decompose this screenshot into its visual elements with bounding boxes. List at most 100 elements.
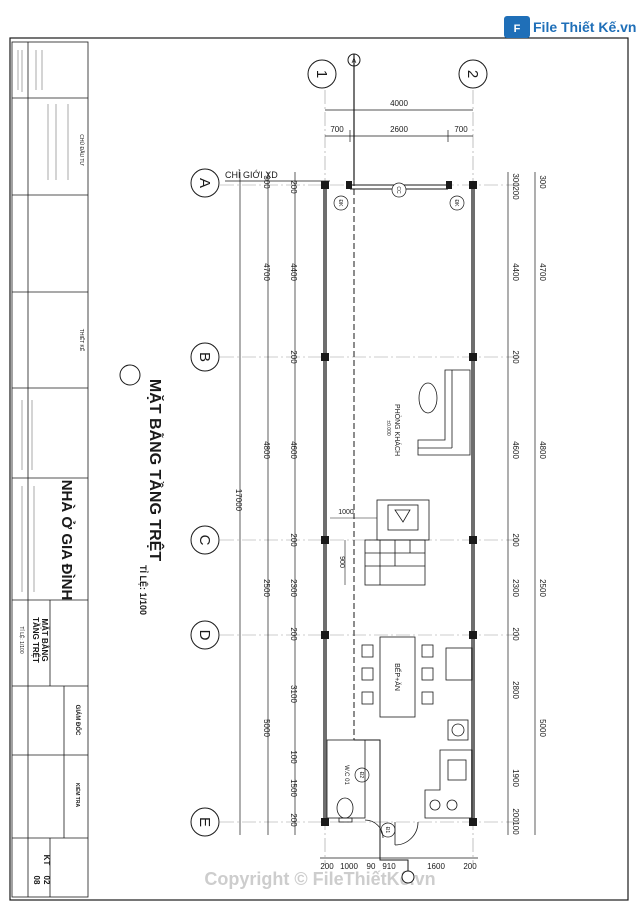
drawing-title: MẶT BẰNG TẦNG TRỆT: [146, 379, 165, 561]
dim-left-outer-0: 300: [262, 175, 271, 189]
dim-left-inner-0: 200: [289, 180, 298, 194]
dim-left-overall: 17000: [234, 489, 243, 512]
dim-left-inner-1: 4400: [289, 263, 298, 281]
dim-right-inner-1: 200: [511, 186, 520, 200]
axis-bubble-2: 2: [464, 70, 481, 78]
door-tag-1: ĐK: [337, 200, 343, 208]
dim-left-inner-8: 100: [289, 750, 298, 764]
dim-top-left: 700: [330, 125, 344, 134]
room-dining-label: BẾP+ĂN: [393, 663, 403, 691]
dim-bottom-2: 90: [367, 862, 376, 871]
section-marker: [347, 53, 415, 884]
dim-left-outer-1: 4700: [262, 263, 271, 281]
room-wc-label: W.C 01: [343, 765, 349, 785]
door-tag-5: Đ1: [384, 827, 390, 834]
left-dimension-lines: [239, 172, 296, 835]
axis-bubble-e: E: [196, 817, 213, 827]
dim-right-inner-6: 2300: [511, 579, 520, 597]
stair-area: [364, 499, 430, 586]
right-dimension-lines: [507, 172, 536, 835]
building-walls: [323, 185, 475, 822]
drawing-scale: TỈ LỆ: 1/100: [138, 565, 149, 615]
sheet-number: 02: [42, 876, 51, 885]
dim-left-inner-7: 3100: [289, 685, 298, 703]
door-tag-2: CC: [395, 186, 401, 194]
dim-left-inner-9: 1500: [289, 779, 298, 797]
dim-top-total: 4000: [390, 99, 408, 108]
axis-bubble-a: A: [196, 178, 213, 188]
door-tag-4: Đ2: [358, 772, 364, 779]
svg-text:F: F: [514, 23, 521, 35]
sofa: [417, 369, 471, 456]
axis-bubble-b: B: [196, 352, 213, 362]
wc-room: [326, 739, 384, 839]
door-tag-3: ĐK: [453, 200, 459, 208]
designer-label: THIẾT KẾ: [78, 329, 85, 352]
dim-left-outer-2: 4800: [262, 441, 271, 459]
dim-left-inner-2: 200: [289, 350, 298, 364]
dim-right-inner-11: 100: [511, 821, 520, 835]
room-living-label: PHÒNG KHÁCH: [393, 404, 402, 456]
dim-left-outer-4: 5000: [262, 719, 271, 737]
dim-left-inner-10: 200: [289, 813, 298, 827]
dim-right-inner-5: 200: [511, 533, 520, 547]
watermark-copyright: Copyright © FileThiếtKế.vn: [204, 869, 435, 889]
axis-bubble-d: D: [196, 630, 213, 641]
dim-stair-depth: 900: [338, 556, 345, 568]
dim-stair-width: 1000: [338, 509, 354, 516]
dim-left-inner-5: 2300: [289, 579, 298, 597]
dim-bottom-4: 1600: [427, 862, 445, 871]
dim-right-outer-1: 4700: [538, 263, 547, 281]
watermark-logo: F File Thiết Kế.vn: [504, 16, 636, 38]
dim-right-inner-0: 300: [511, 173, 520, 187]
chief-label: CHỦ ĐẦU TƯ: [78, 134, 85, 166]
top-dimension-lines: [325, 109, 473, 142]
grid-bubbles-rows: [190, 59, 488, 837]
kt-label: KT: [42, 855, 51, 866]
director-label: GIÁM ĐỐC: [74, 705, 81, 736]
project-name: NHÀ Ở GIA ĐÌNH: [58, 480, 76, 601]
dim-right-inner-8: 2800: [511, 681, 520, 699]
columns: [321, 181, 477, 826]
dining-table: [361, 636, 434, 718]
dim-right-outer-4: 5000: [538, 719, 547, 737]
sheet-scale-row: TỈ LỆ: 1/100: [18, 626, 26, 653]
dim-right-inner-4: 4600: [511, 441, 520, 459]
dim-right-inner-7: 200: [511, 627, 520, 641]
dim-right-inner-9: 1900: [511, 769, 520, 787]
dim-right-inner-3: 200: [511, 350, 520, 364]
title-block-fill-lines: [17, 50, 69, 592]
sheet-border: [9, 37, 629, 901]
dim-bottom-0: 200: [320, 862, 334, 871]
watermark-logo-text: File Thiết Kế.vn: [533, 19, 636, 35]
dim-bottom-1: 1000: [340, 862, 358, 871]
drawing-title-group: MẶT BẰNG TẦNG TRỆT TỈ LỆ: 1/100: [119, 364, 165, 615]
checker-label: KIỂM TRA: [74, 783, 81, 808]
kitchen-fixtures: [424, 647, 473, 819]
dim-left-outer-3: 2500: [262, 579, 271, 597]
stair-dimension-lines: [330, 517, 377, 585]
sheet-total: 08: [32, 876, 41, 885]
dim-left-inner-4: 200: [289, 533, 298, 547]
dim-left-inner-3: 4600: [289, 441, 298, 459]
dim-bottom-3: 910: [382, 862, 396, 871]
room-living-level: ±0.000: [385, 420, 391, 435]
dim-right-inner-2: 4400: [511, 263, 520, 281]
sheet-title-2: TẦNG TRỆT: [31, 617, 41, 663]
dim-top-mid: 2600: [390, 125, 408, 134]
section-marker-label: A: [352, 58, 357, 65]
dim-bottom-5: 200: [463, 862, 477, 871]
axis-bubble-c: C: [196, 535, 213, 546]
sheet-title-1: MẶT BẰNG: [40, 618, 49, 661]
dim-right-outer-2: 4800: [538, 441, 547, 459]
title-block: [11, 41, 89, 898]
dim-left-inner-6: 200: [289, 627, 298, 641]
axis-bubble-1: 1: [313, 70, 330, 78]
setback-label: CHỈ GIỚI XD: [225, 169, 278, 180]
dim-right-outer-0: 300: [538, 175, 547, 189]
dim-top-right: 700: [454, 125, 468, 134]
entry-door: [394, 821, 419, 846]
dim-right-inner-10: 200: [511, 808, 520, 822]
